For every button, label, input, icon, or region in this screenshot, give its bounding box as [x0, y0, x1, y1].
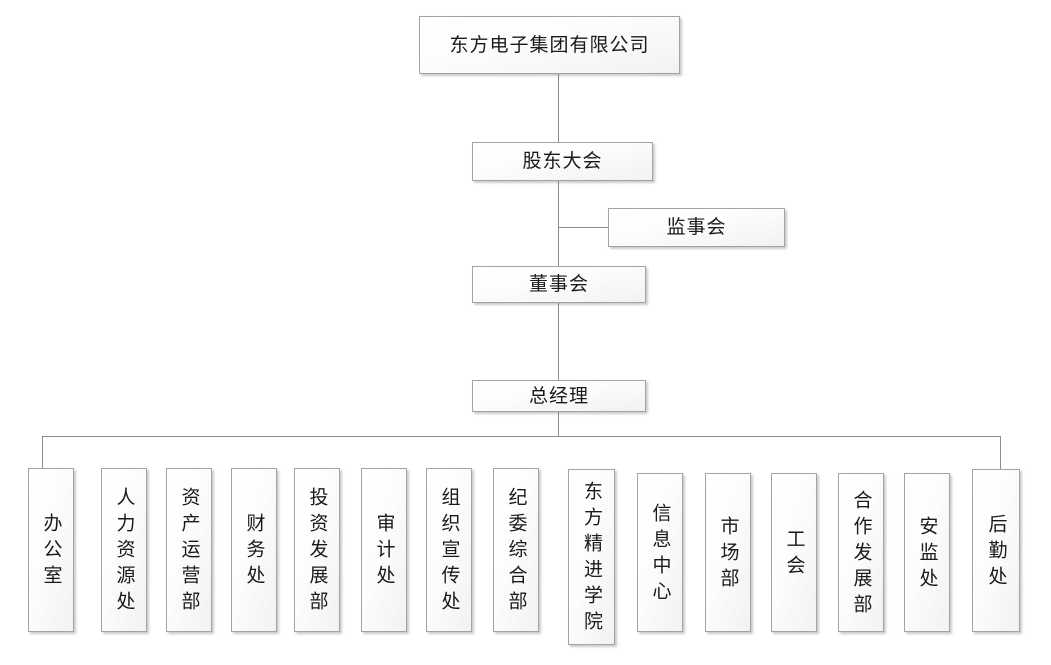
- node-department-12-label: 合作发展部: [850, 489, 872, 620]
- node-department-10[interactable]: 市场部: [705, 473, 751, 632]
- node-department-8-label: 东方精进学院: [581, 481, 602, 637]
- connector-bus-to-last-department: [1000, 436, 1001, 469]
- department-bus-line: [42, 436, 1001, 437]
- node-department-6[interactable]: 组织宣传处: [426, 468, 472, 632]
- connector-shareholders-to-supervisory: [558, 227, 609, 228]
- connector-shareholders-to-board: [558, 180, 559, 267]
- node-department-11[interactable]: 工会: [771, 473, 817, 632]
- node-company[interactable]: 东方电子集团有限公司: [419, 16, 680, 74]
- node-supervisory-board-label: 监事会: [666, 217, 727, 238]
- node-shareholders-meeting[interactable]: 股东大会: [472, 142, 653, 181]
- node-department-2-label: 资产运营部: [178, 487, 200, 617]
- node-company-label: 东方电子集团有限公司: [449, 34, 650, 56]
- node-department-4[interactable]: 投资发展部: [294, 468, 340, 632]
- node-department-12[interactable]: 合作发展部: [838, 473, 884, 632]
- node-department-14-label: 后勤处: [985, 513, 1007, 592]
- node-department-0[interactable]: 办公室: [28, 468, 74, 632]
- node-board-of-directors[interactable]: 董事会: [472, 266, 646, 303]
- node-department-8[interactable]: 东方精进学院: [568, 469, 615, 645]
- node-supervisory-board[interactable]: 监事会: [608, 208, 785, 247]
- node-general-manager[interactable]: 总经理: [472, 380, 646, 412]
- node-department-9[interactable]: 信息中心: [637, 473, 683, 632]
- node-department-14[interactable]: 后勤处: [972, 469, 1020, 632]
- node-department-13[interactable]: 安监处: [904, 473, 950, 632]
- node-department-7-label: 纪委综合部: [505, 487, 527, 617]
- node-department-4-label: 投资发展部: [306, 487, 328, 617]
- node-department-6-label: 组织宣传处: [438, 487, 460, 617]
- node-shareholders-meeting-label: 股东大会: [522, 151, 603, 172]
- node-department-11-label: 工会: [783, 528, 805, 581]
- connector-bus-to-first-department: [42, 436, 43, 469]
- node-department-9-label: 信息中心: [649, 502, 671, 607]
- node-department-0-label: 办公室: [40, 513, 62, 591]
- node-department-2[interactable]: 资产运营部: [166, 468, 212, 632]
- node-department-1[interactable]: 人力资源处: [101, 468, 147, 632]
- connector-board-to-manager: [558, 302, 559, 380]
- node-department-3-label: 财务处: [243, 513, 265, 591]
- node-board-of-directors-label: 董事会: [528, 274, 589, 295]
- connector-company-to-shareholders: [558, 73, 559, 143]
- node-department-5-label: 审计处: [373, 513, 395, 591]
- node-department-10-label: 市场部: [717, 515, 739, 594]
- node-department-1-label: 人力资源处: [113, 487, 135, 617]
- node-department-7[interactable]: 纪委综合部: [493, 468, 539, 632]
- node-general-manager-label: 总经理: [528, 385, 589, 407]
- node-department-13-label: 安监处: [916, 515, 938, 594]
- connector-manager-to-bus: [558, 411, 559, 437]
- node-department-3[interactable]: 财务处: [231, 468, 277, 632]
- node-department-5[interactable]: 审计处: [361, 468, 407, 632]
